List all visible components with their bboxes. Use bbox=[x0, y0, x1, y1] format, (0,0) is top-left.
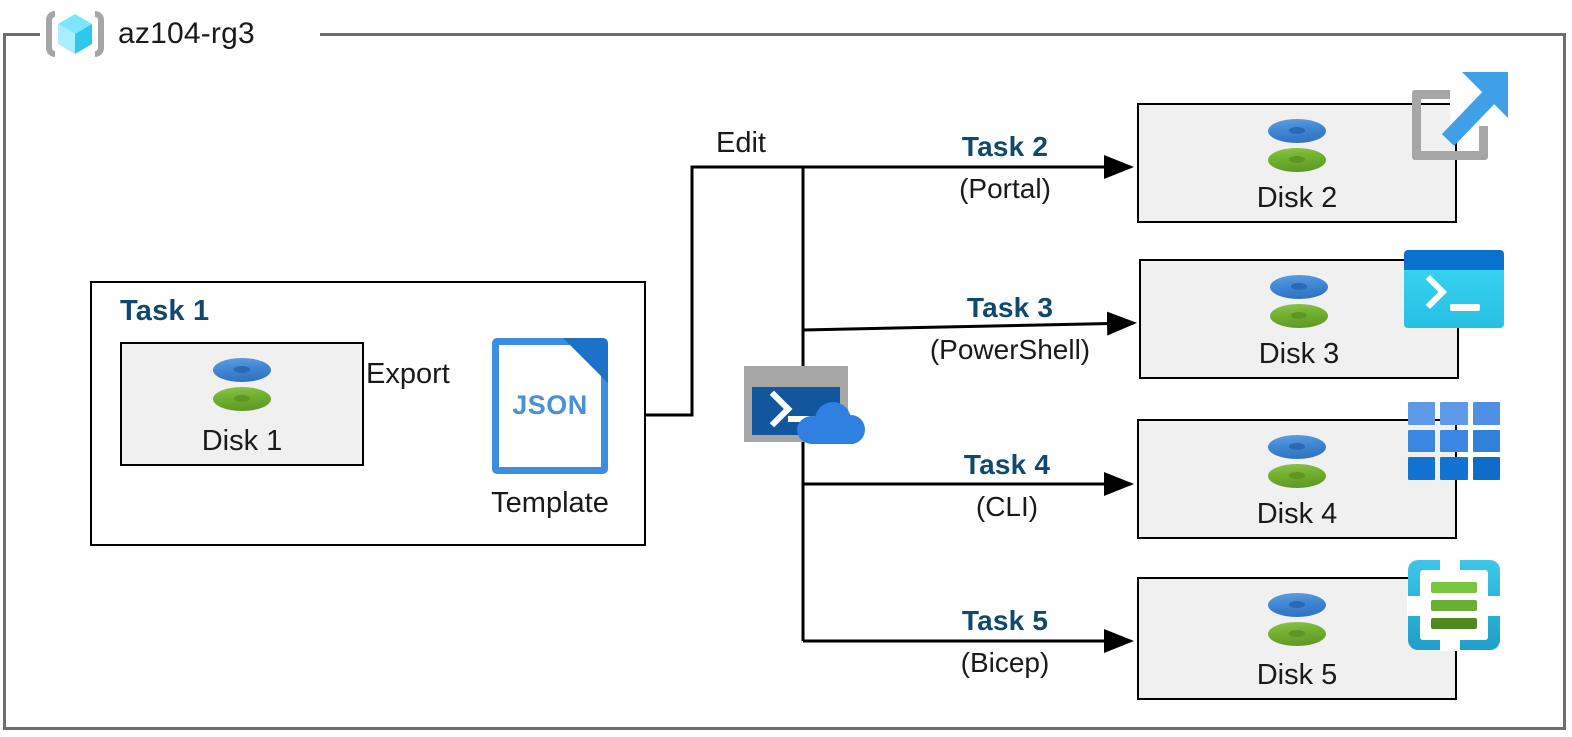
task1-title: Task 1 bbox=[120, 295, 210, 327]
resource-group-frame bbox=[3, 33, 1566, 730]
bicep-icon[interactable] bbox=[1407, 559, 1501, 651]
edit-label: Edit bbox=[716, 127, 766, 159]
task2-tool: (Portal) bbox=[959, 173, 1051, 204]
disk1-label: Disk 1 bbox=[201, 425, 283, 457]
managed-disk-icon bbox=[122, 358, 362, 414]
disk4-label: Disk 4 bbox=[1256, 498, 1338, 530]
disk1-box[interactable]: Disk 1 bbox=[120, 342, 364, 466]
task5-title: Task 5 bbox=[961, 605, 1049, 636]
managed-disk-icon bbox=[1139, 593, 1455, 649]
task3-title: Task 3 bbox=[966, 292, 1054, 323]
disk2-box[interactable]: Disk 2 bbox=[1137, 103, 1457, 223]
managed-disk-icon bbox=[1141, 275, 1457, 331]
resource-group-header: az104-rg3 bbox=[44, 0, 344, 68]
cloud-shell-icon[interactable] bbox=[744, 366, 866, 446]
task5-tool: (Bicep) bbox=[960, 647, 1050, 678]
managed-disk-icon bbox=[1139, 119, 1455, 175]
json-file-type-label: JSON bbox=[512, 390, 588, 420]
json-file-icon[interactable]: JSON bbox=[492, 338, 608, 474]
task4-tool: (CLI) bbox=[975, 491, 1039, 522]
azure-portal-icon[interactable] bbox=[1404, 68, 1514, 166]
task4-title: Task 4 bbox=[963, 449, 1051, 480]
template-caption: Template bbox=[491, 487, 609, 519]
azure-cli-grid-icon[interactable] bbox=[1408, 402, 1500, 480]
export-label: Export bbox=[366, 358, 450, 390]
task3-tool: (PowerShell) bbox=[929, 334, 1091, 365]
disk5-label: Disk 5 bbox=[1256, 659, 1338, 691]
disk2-label: Disk 2 bbox=[1256, 182, 1338, 214]
resource-group-cube-icon bbox=[44, 3, 106, 65]
disk3-label: Disk 3 bbox=[1258, 338, 1340, 370]
powershell-icon[interactable] bbox=[1404, 250, 1504, 328]
disk5-box[interactable]: Disk 5 bbox=[1137, 577, 1457, 700]
task2-title: Task 2 bbox=[961, 131, 1049, 162]
managed-disk-icon bbox=[1139, 435, 1455, 491]
resource-group-name: az104-rg3 bbox=[118, 17, 255, 50]
disk4-box[interactable]: Disk 4 bbox=[1137, 419, 1457, 539]
